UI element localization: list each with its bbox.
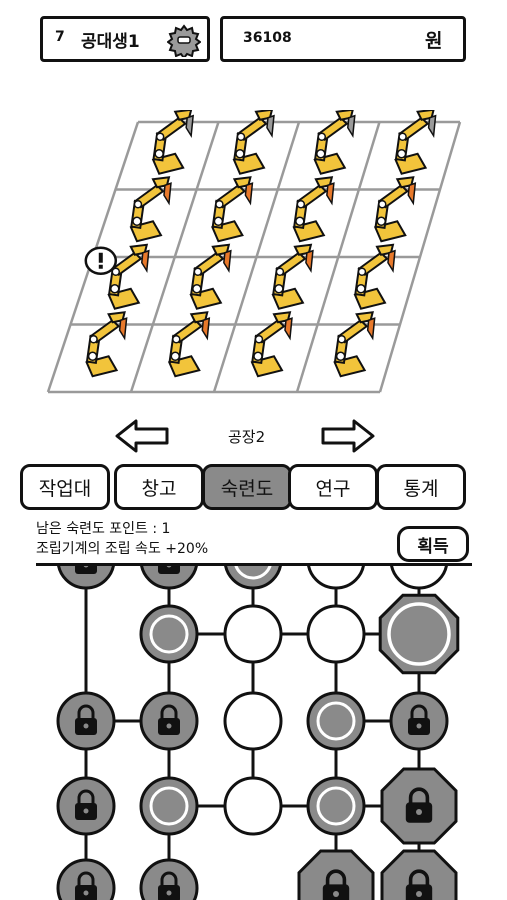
assembly-machine[interactable] <box>151 108 195 175</box>
remaining-points-label: 남은 숙련도 포인트 : 1 <box>36 521 171 537</box>
assembly-machine[interactable] <box>211 176 254 243</box>
alert-bubble-icon[interactable] <box>84 246 118 275</box>
assembly-machine[interactable] <box>373 176 417 243</box>
tab-statistics[interactable]: 통계 <box>376 464 466 510</box>
factory-grid <box>46 108 462 394</box>
assembly-machine[interactable] <box>189 243 232 310</box>
skill-node-available[interactable] <box>307 566 365 590</box>
skill-node-learned[interactable] <box>306 776 366 836</box>
level-number: 7 <box>55 29 65 45</box>
skill-node-learned[interactable] <box>139 604 199 664</box>
skill-node-locked[interactable] <box>139 691 199 751</box>
assembly-machine[interactable] <box>232 108 275 175</box>
factory-nav: 공장2 <box>0 410 507 460</box>
divider <box>36 563 472 566</box>
assembly-machine[interactable] <box>85 311 128 378</box>
skill-node-locked[interactable] <box>140 566 198 590</box>
skill-node-learned[interactable] <box>139 776 199 836</box>
arrow-right-icon[interactable] <box>320 418 376 454</box>
grid-col-line <box>129 121 220 393</box>
grid-col-line <box>378 121 462 393</box>
level-panel: 7 공대생1 <box>40 16 210 62</box>
skill-node-locked[interactable] <box>56 858 116 900</box>
assembly-machine[interactable] <box>250 311 293 378</box>
assembly-machine[interactable] <box>271 243 314 310</box>
skill-node-locked[interactable] <box>56 691 116 751</box>
skill-tree[interactable] <box>36 566 472 900</box>
skill-node-learned[interactable] <box>306 691 366 751</box>
skill-node-available[interactable] <box>390 566 448 590</box>
gear-icon[interactable] <box>167 23 201 57</box>
factory-floor[interactable] <box>40 108 470 410</box>
assembly-machine[interactable] <box>292 176 335 243</box>
assembly-machine[interactable] <box>333 311 376 378</box>
assembly-machine[interactable] <box>167 311 211 378</box>
assembly-machine[interactable] <box>129 176 172 243</box>
skill-node-available[interactable] <box>306 604 366 664</box>
grid-col-line <box>212 121 301 393</box>
assembly-machine[interactable] <box>394 108 437 175</box>
skill-node-locked-large[interactable] <box>297 849 375 900</box>
money-unit: 원 <box>425 30 443 52</box>
skill-node-available[interactable] <box>223 776 283 836</box>
skill-node-locked[interactable] <box>389 691 449 751</box>
tab-warehouse[interactable]: 창고 <box>114 464 204 510</box>
skill-node-locked[interactable] <box>56 776 116 836</box>
grid-col-line <box>295 121 381 393</box>
skill-info: 남은 숙련도 포인트 : 1 조립기계의 조립 속도 +20% <box>36 516 472 566</box>
acquire-button[interactable]: 획득 <box>397 526 469 562</box>
skill-node-locked-large[interactable] <box>380 767 458 845</box>
tab-proficiency[interactable]: 숙련도 <box>202 464 292 510</box>
money-panel: 36108 원 <box>220 16 466 62</box>
tab-workbench[interactable]: 작업대 <box>20 464 110 510</box>
skill-node-available[interactable] <box>223 604 283 664</box>
skill-node-learned[interactable] <box>224 566 282 590</box>
rank-title: 공대생1 <box>81 32 140 52</box>
assembly-machine[interactable] <box>353 243 396 310</box>
skill-tree-canvas <box>56 566 460 900</box>
skill-node-available[interactable] <box>223 691 283 751</box>
assembly-machine[interactable] <box>107 243 150 310</box>
tab-research[interactable]: 연구 <box>288 464 378 510</box>
skill-node-locked[interactable] <box>57 566 115 590</box>
skill-node-locked[interactable] <box>139 858 199 900</box>
money-value: 36108 <box>243 30 292 46</box>
arrow-left-icon[interactable] <box>114 418 170 454</box>
assembly-machine[interactable] <box>313 108 356 175</box>
skill-node-locked-large[interactable] <box>380 849 458 900</box>
skill-node-selected[interactable] <box>378 593 460 675</box>
skill-effect-label: 조립기계의 조립 속도 +20% <box>36 541 209 557</box>
factory-name: 공장2 <box>228 428 266 446</box>
tab-bar: 작업대 창고 숙련도 연구 통계 <box>20 460 470 516</box>
